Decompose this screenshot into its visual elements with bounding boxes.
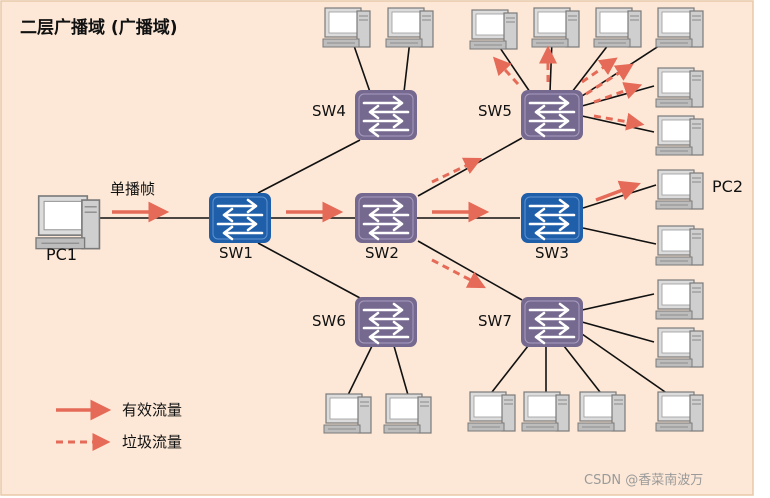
switch-sw7 <box>521 297 583 347</box>
legend-junk-label: 垃圾流量 <box>122 433 182 451</box>
sw3-label: SW3 <box>535 244 569 262</box>
diagram-title: 二层广播域 (广播域) <box>20 17 177 38</box>
pc2-label: PC2 <box>712 177 743 196</box>
junk-traffic-arrows <box>431 45 645 289</box>
frame-label: 单播帧 <box>110 180 155 198</box>
switch-sw4 <box>355 90 417 140</box>
sw7-label: SW7 <box>478 312 512 330</box>
pc-icon <box>469 9 518 50</box>
switch-sw2 <box>355 193 417 243</box>
pc1-label: PC1 <box>46 245 77 264</box>
pc-icon <box>383 393 432 434</box>
switch-sw3 <box>521 193 583 243</box>
pc-icon <box>655 327 704 368</box>
switch-sw1 <box>209 193 271 243</box>
switch-sw6 <box>355 297 417 347</box>
pc-icon <box>655 7 704 48</box>
pc-icon <box>655 115 704 156</box>
pc2-icon <box>655 169 704 210</box>
sw1-label: SW1 <box>219 244 253 262</box>
pc-icon <box>467 391 516 432</box>
pc1-icon <box>35 195 101 250</box>
legend: 有效流量 垃圾流量 <box>56 399 182 451</box>
sw2-label: SW2 <box>365 244 399 262</box>
pc-icon <box>655 225 704 266</box>
pc-icon <box>593 7 642 48</box>
pc-icon <box>385 7 434 48</box>
pc-icon <box>323 393 372 434</box>
pc-icon <box>655 391 704 432</box>
links <box>100 39 669 396</box>
pc-icon <box>531 7 580 48</box>
pc-icon <box>655 279 704 320</box>
pc-icon <box>322 7 371 48</box>
sw4-label: SW4 <box>312 102 346 120</box>
pc-icon <box>521 391 570 432</box>
switch-sw5 <box>521 90 583 140</box>
sw5-label: SW5 <box>478 102 512 120</box>
effective-traffic-arrows <box>112 180 641 223</box>
watermark: CSDN @香菜南波万 <box>584 472 703 488</box>
pc-icon <box>655 67 704 108</box>
sw6-label: SW6 <box>312 312 346 330</box>
legend-effective-label: 有效流量 <box>122 401 182 419</box>
pc-icon <box>577 391 626 432</box>
